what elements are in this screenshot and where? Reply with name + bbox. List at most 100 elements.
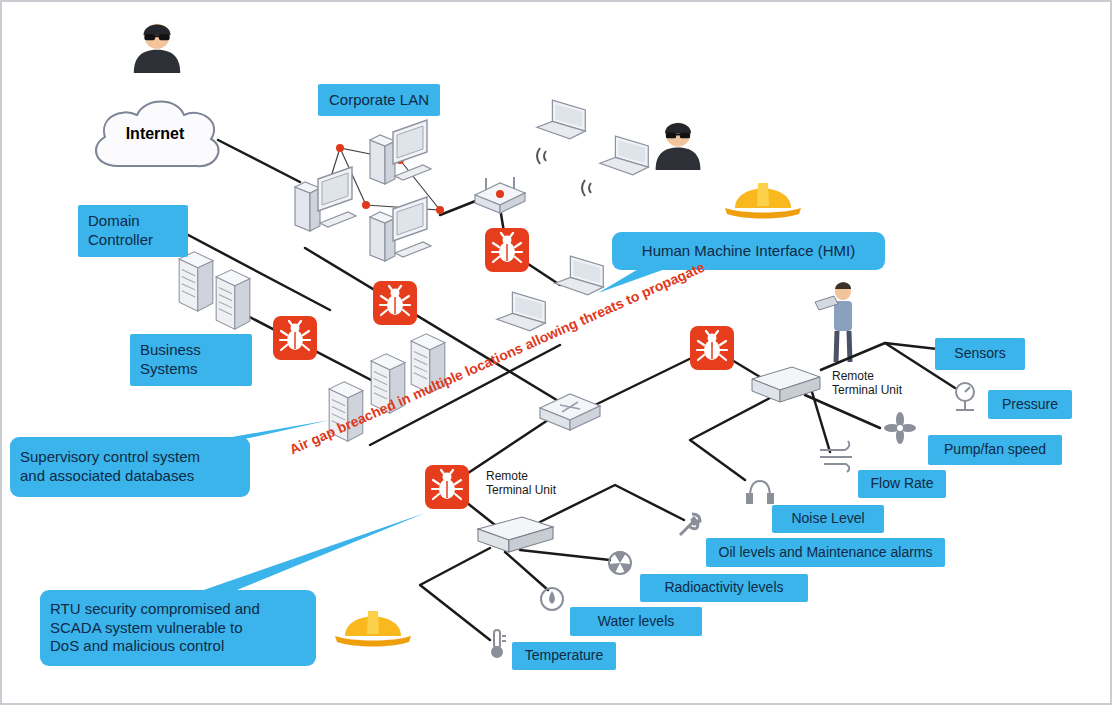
threat-bug	[425, 465, 469, 509]
device-label: Remote Terminal Unit	[486, 469, 568, 498]
wireless-router	[475, 195, 500, 213]
threat-bug	[273, 316, 317, 360]
rtu-device-body	[752, 379, 780, 402]
lan-node-dot	[362, 201, 370, 209]
network-wire	[690, 398, 770, 480]
threat-bug	[690, 326, 734, 370]
rtu-device-body	[780, 377, 820, 402]
network-wire	[805, 395, 880, 428]
hmi-laptop	[497, 292, 545, 331]
threat-bug	[373, 281, 417, 325]
network-wire	[505, 552, 548, 590]
sensor-icon	[492, 383, 974, 657]
desktop-computer	[295, 167, 356, 231]
box-text: Radioactivity levels	[664, 579, 783, 597]
callout-box: Human Machine Interface (HMI)	[612, 232, 885, 270]
sensor-icon	[549, 591, 555, 604]
sensor-label: Oil levels and Maintenance alarms	[706, 538, 945, 567]
system-label: Domain Controller	[78, 205, 188, 257]
server-rack	[179, 252, 213, 311]
sensor-icon	[541, 588, 563, 610]
box-text: Human Machine Interface (HMI)	[642, 242, 855, 261]
device-label: Remote Terminal Unit	[832, 369, 914, 398]
box-text: Sensors	[954, 345, 1005, 363]
network-switch	[570, 406, 600, 430]
rtu-device-body	[509, 527, 553, 552]
hard-hat	[725, 183, 801, 219]
network-wire	[420, 548, 490, 640]
hacker-icon	[134, 24, 180, 73]
box-text: Business Systems	[140, 341, 242, 379]
network-wire	[175, 140, 955, 640]
sensor-label: Pressure	[988, 390, 1072, 419]
hacker-icon	[656, 122, 701, 170]
internet-cloud: Internet	[85, 92, 225, 176]
box-text: Domain Controller	[88, 212, 178, 250]
sensor-icon	[609, 551, 631, 573]
sensor-label: Pump/fan speed	[928, 435, 1062, 465]
sensor-icon	[820, 441, 852, 472]
network-wire	[812, 392, 830, 452]
callout-pointer	[198, 513, 425, 592]
threat-bug	[485, 228, 529, 272]
box-text: Pressure	[1002, 396, 1058, 414]
desktop-computer	[370, 197, 431, 261]
wifi-signal	[537, 148, 591, 196]
callout-box: RTU security compromised and SCADA syste…	[40, 590, 316, 666]
sensor-icon	[747, 494, 752, 503]
hard-hat	[335, 611, 411, 647]
callout-box: Supervisory control system and associate…	[10, 437, 250, 497]
wireless-router	[500, 193, 525, 213]
sensor-icon	[956, 387, 974, 410]
hmi-operator	[836, 331, 850, 362]
network-switch	[540, 408, 570, 430]
network-switch	[540, 394, 600, 430]
sensor-label: Temperature	[512, 642, 616, 670]
sensor-icon	[609, 552, 631, 574]
box-text: RTU security compromised and SCADA syste…	[50, 600, 272, 656]
hmi-operator	[815, 282, 852, 362]
wifi-signal	[537, 148, 546, 164]
box-text: Water levels	[598, 613, 675, 631]
sensor-label: Noise Level	[772, 505, 884, 533]
lan-node-dot	[436, 206, 444, 214]
system-label: Business Systems	[130, 334, 252, 386]
rtu-device-body	[752, 367, 820, 402]
sensor-icon	[494, 630, 500, 648]
rtu-device: Remote Terminal Unit	[752, 367, 820, 402]
sensor-label: Water levels	[570, 607, 702, 636]
rtu-device-body	[478, 529, 509, 552]
network-wire	[540, 485, 684, 522]
box-text: Supervisory control system and associate…	[20, 448, 225, 486]
network-wire	[820, 343, 935, 370]
wireless-laptop	[600, 136, 648, 175]
rtu-device: Remote Terminal Unit	[478, 517, 553, 552]
box-text: Pump/fan speed	[944, 441, 1046, 459]
network-label: Corporate LAN	[318, 84, 440, 116]
sensor-label: Flow Rate	[858, 470, 946, 498]
network-switch	[560, 402, 580, 412]
box-text: Oil levels and Maintenance alarms	[719, 544, 933, 562]
sensor-icon	[768, 494, 773, 503]
network-wire	[595, 348, 765, 405]
wireless-router	[475, 177, 525, 213]
cloud-outline	[96, 102, 219, 167]
sensor-icon	[884, 412, 916, 444]
network-wire	[440, 200, 478, 215]
warning-label: Air gap breached in multiple locations a…	[287, 259, 707, 458]
sensor-icon	[897, 425, 903, 431]
lan-node-dot	[336, 144, 344, 152]
sensor-icon	[680, 514, 700, 535]
wireless-router	[496, 190, 504, 198]
sensor-label: Radioactivity levels	[640, 574, 808, 602]
hmi-operator	[834, 301, 852, 331]
wireless-router	[486, 177, 514, 190]
sensor-icon	[502, 636, 506, 641]
box-text: Flow Rate	[870, 475, 933, 493]
hmi-laptop	[555, 256, 603, 295]
hmi-operator	[815, 296, 838, 310]
desktop-computer	[370, 120, 431, 184]
